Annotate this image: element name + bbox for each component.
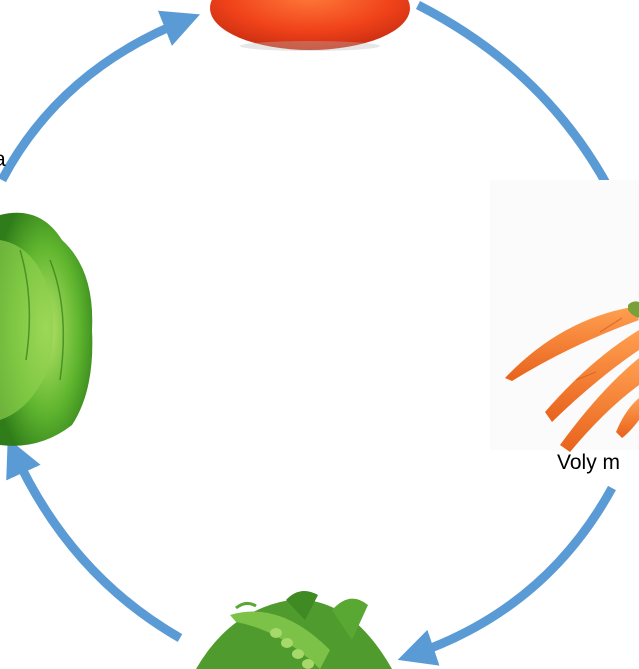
carrot-label: Voly m	[557, 451, 620, 475]
arrow-lettuce-to-tomato	[2, 20, 186, 180]
lettuce-image	[0, 213, 92, 446]
tomato-image	[205, 0, 415, 62]
arrow-carrot-to-peas	[412, 488, 612, 655]
lettuce-label: a	[0, 148, 6, 172]
peas-image	[196, 591, 392, 669]
arrow-peas-to-lettuce	[14, 452, 180, 638]
carrots-image	[490, 180, 639, 452]
